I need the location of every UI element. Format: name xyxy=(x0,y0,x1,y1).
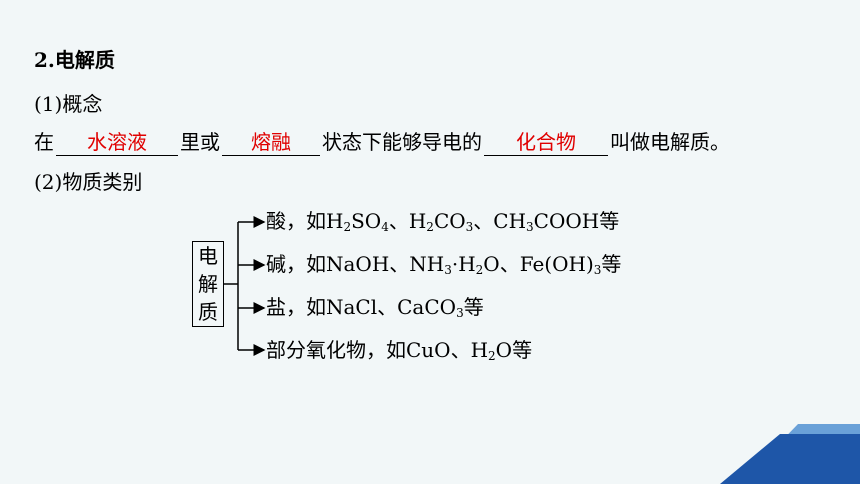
box-char-3: 质 xyxy=(198,300,218,324)
fill-middle-1: 里或 xyxy=(180,130,220,154)
blank-1: 水溶液 xyxy=(56,130,178,156)
fill-suffix: 叫做电解质。 xyxy=(610,130,730,154)
box-char-2: 解 xyxy=(198,272,218,296)
section-heading: 2.电解质 xyxy=(34,46,115,74)
fill-middle-2: 状态下能够导电的 xyxy=(322,130,482,154)
answer-1: 水溶液 xyxy=(87,130,147,154)
fill-prefix: 在 xyxy=(34,130,54,154)
electrolyte-box: 电 解 质 xyxy=(192,241,224,327)
concept-label: (1)概念 xyxy=(34,92,103,116)
deco-dark-stripe xyxy=(720,434,860,484)
blank-2: 熔融 xyxy=(222,130,320,156)
item-oxide: 部分氧化物，如CuO、H2O等 xyxy=(266,338,533,363)
category-label: (2)物质类别 xyxy=(34,170,143,194)
item-salt: 盐，如NaCl、CaCO3等 xyxy=(266,295,484,320)
blank-3: 化合物 xyxy=(484,130,608,156)
item-base: 碱，如NaOH、NH3·H2O、Fe(OH)3等 xyxy=(266,252,622,277)
definition-sentence: 在 水溶液 里或 熔融 状态下能够导电的 化合物 叫做电解质。 xyxy=(34,128,730,156)
box-char-1: 电 xyxy=(198,244,218,268)
branch-arrows xyxy=(224,216,266,356)
heading-number: 2 xyxy=(34,48,48,72)
corner-decoration xyxy=(720,424,860,484)
answer-3: 化合物 xyxy=(516,130,576,154)
heading-title: .电解质 xyxy=(47,48,115,72)
answer-2: 熔融 xyxy=(251,130,291,154)
item-acid: 酸，如H2SO4、H2CO3、CH3COOH等 xyxy=(266,209,620,234)
